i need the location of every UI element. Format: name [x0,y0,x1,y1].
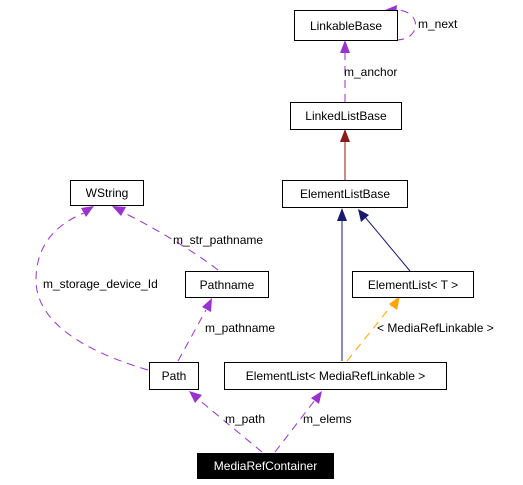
label-m-path: m_path [225,412,266,426]
edge-inherit-elementlistbase-2 [364,216,411,272]
label-m-elems: m_elems [303,412,352,426]
edge-m-storage-device-id [35,212,149,371]
label-m-str-pathname: m_str_pathname [173,233,264,247]
label-template-arg: < MediaRefLinkable > [377,321,494,335]
edge-template [346,304,393,362]
label-m-pathname: m_pathname [205,321,276,335]
edge-m-str-pathname [121,211,219,271]
arrowhead-inherit-elementlistbase-1 [337,208,347,221]
arrowhead-m-elems [311,391,322,404]
node-wstring[interactable]: WString [70,180,144,206]
arrowhead-m-pathname [202,298,212,312]
arrowhead-m-storage-device-id [81,206,94,217]
arrowhead-inherit-elementlistbase-2 [358,209,369,222]
node-pathname[interactable]: Pathname [185,271,269,298]
node-linkable-base[interactable]: LinkableBase [294,10,398,41]
label-m-next: m_next [418,17,458,31]
arrowhead-template [389,296,400,310]
edge-m-next [395,9,416,41]
node-element-list-media[interactable]: ElementList< MediaRefLinkable > [224,362,447,390]
node-linked-list-base[interactable]: LinkedListBase [290,102,402,130]
node-element-list-t[interactable]: ElementList< T > [352,271,474,298]
arrowhead-m-path [189,391,202,403]
node-media-ref-container[interactable]: MediaRefContainer [197,453,334,479]
arrowhead-m-str-pathname [112,206,126,216]
edge-m-elems [274,399,316,453]
node-path[interactable]: Path [149,362,199,390]
arrowhead-m-anchor [340,40,350,53]
edge-m-pathname [177,309,207,362]
node-element-list-base[interactable]: ElementListBase [282,180,408,208]
label-m-storage-device-id: m_storage_device_Id [43,277,158,291]
arrowhead-inherit-linkedlist [340,129,350,142]
label-m-anchor: m_anchor [344,65,398,79]
